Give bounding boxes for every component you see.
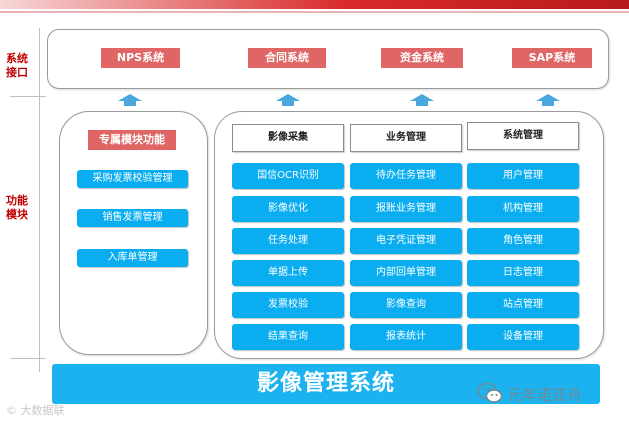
func-image-optimize[interactable]: 影像优化 — [232, 196, 344, 222]
dedicated-item-purchase-invoice[interactable]: 采购发票校验管理 — [77, 170, 188, 188]
func-reimbursement-mgmt[interactable]: 报账业务管理 — [350, 196, 462, 222]
vertical-divider — [39, 28, 40, 372]
func-report-stats[interactable]: 报表统计 — [350, 324, 462, 350]
dedicated-module-title: 专属模块功能 — [88, 130, 176, 150]
up-arrow-icon — [536, 94, 560, 106]
func-user-mgmt[interactable]: 用户管理 — [467, 163, 579, 189]
dedicated-item-warehouse-receipt[interactable]: 入库单管理 — [77, 249, 188, 267]
up-arrow-icon — [410, 94, 434, 106]
watermark-right-text: 元年诺亚舟 — [507, 386, 583, 404]
up-arrow-icon — [276, 94, 300, 106]
label-system-interface-line2: 接口 — [6, 66, 28, 79]
func-internal-receipt-mgmt[interactable]: 内部回单管理 — [350, 260, 462, 286]
label-function-module: 功能 模块 — [6, 194, 28, 222]
label-function-module-line1: 功能 — [6, 194, 28, 207]
watermark-left-icon: © — [6, 404, 17, 417]
label-system-interface-line1: 系统 — [6, 52, 28, 65]
column-header-system-mgmt: 系统管理 — [467, 122, 579, 150]
label-system-interface: 系统 接口 — [6, 52, 28, 80]
func-document-upload[interactable]: 单据上传 — [232, 260, 344, 286]
label-function-module-line2: 模块 — [6, 208, 28, 221]
func-role-mgmt[interactable]: 角色管理 — [467, 228, 579, 254]
top-decor-line — [0, 11, 629, 13]
interface-sap: SAP系统 — [512, 48, 592, 68]
dedicated-module-panel — [59, 111, 208, 355]
divider-module — [10, 358, 46, 359]
column-header-business-mgmt: 业务管理 — [350, 124, 462, 152]
dedicated-item-sales-invoice[interactable]: 销售发票管理 — [77, 209, 188, 227]
watermark-left: © 大数据联 — [6, 402, 65, 418]
func-org-mgmt[interactable]: 机构管理 — [467, 196, 579, 222]
top-decor-bar — [0, 0, 629, 9]
interface-nps: NPS系统 — [101, 48, 180, 68]
func-todo-task-mgmt[interactable]: 待办任务管理 — [350, 163, 462, 189]
main-system-bar: 影像管理系统 — [52, 364, 600, 404]
func-device-mgmt[interactable]: 设备管理 — [467, 324, 579, 350]
func-result-query[interactable]: 结果查询 — [232, 324, 344, 350]
func-log-mgmt[interactable]: 日志管理 — [467, 260, 579, 286]
func-invoice-verify[interactable]: 发票校验 — [232, 292, 344, 318]
watermark-right: 元年诺亚舟 — [477, 380, 627, 408]
func-ocr-recognition[interactable]: 国信OCR识别 — [232, 163, 344, 189]
watermark-left-text: 大数据联 — [20, 404, 65, 417]
divider-interface — [10, 96, 46, 97]
func-task-process[interactable]: 任务处理 — [232, 228, 344, 254]
up-arrow-icon — [118, 94, 142, 106]
interface-contract: 合同系统 — [248, 48, 326, 68]
func-image-query[interactable]: 影像查询 — [350, 292, 462, 318]
func-site-mgmt[interactable]: 站点管理 — [467, 292, 579, 318]
interface-fund: 资金系统 — [381, 48, 463, 68]
func-e-voucher-mgmt[interactable]: 电子凭证管理 — [350, 228, 462, 254]
wechat-icon — [477, 382, 503, 403]
column-header-image-capture: 影像采集 — [232, 124, 344, 152]
